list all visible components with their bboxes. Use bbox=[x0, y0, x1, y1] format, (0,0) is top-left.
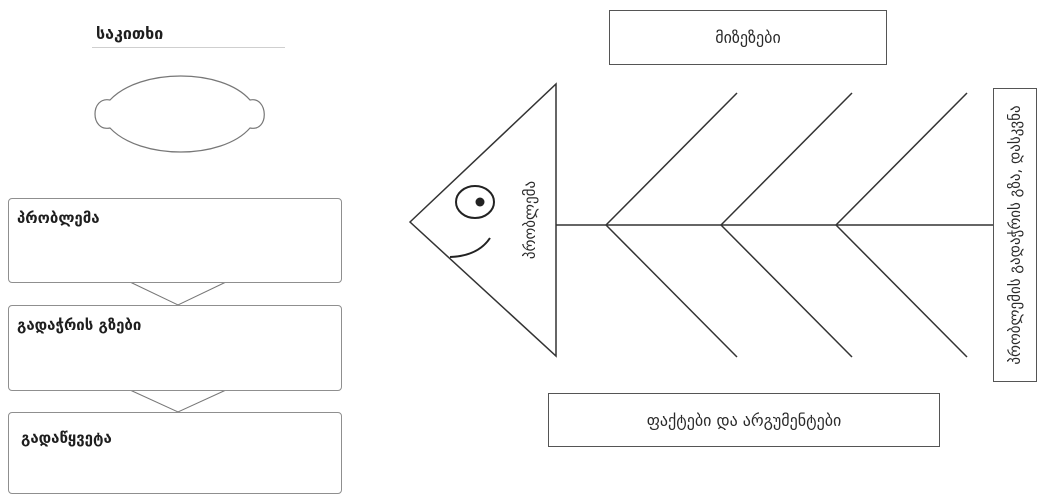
topic-label: საკითხი bbox=[96, 24, 164, 43]
fish-rib-2-top bbox=[720, 92, 853, 226]
problem-box: პრობლემა bbox=[8, 198, 342, 283]
fish-head-label: პრობლემა bbox=[521, 180, 539, 260]
topic-underline bbox=[92, 47, 285, 48]
fish-pupil bbox=[475, 197, 485, 207]
flow-arrow-1 bbox=[129, 281, 227, 306]
conclusion-box: პრობლემის გადაჭრის გზა, დასკვნა bbox=[993, 88, 1037, 382]
facts-box: ფაქტები და არგუმენტები bbox=[548, 393, 940, 447]
causes-box: მიზეზები bbox=[609, 10, 887, 65]
topic-cloud-shape bbox=[94, 75, 265, 153]
fish-rib-1-bottom bbox=[605, 224, 738, 358]
fish-rib-1-top bbox=[605, 92, 738, 226]
fish-rib-3-bottom bbox=[835, 224, 968, 358]
causes-label: მიზეზები bbox=[715, 28, 781, 47]
flow-arrow-2 bbox=[129, 389, 227, 413]
conclusion-label: პრობლემის გადაჭრის გზა, დასკვნა bbox=[1006, 105, 1024, 365]
decision-box: გადაწყვეტა bbox=[8, 412, 342, 494]
solutions-box: გადაჭრის გზები bbox=[8, 305, 342, 391]
fish-rib-3-top bbox=[835, 92, 968, 226]
fish-smile bbox=[449, 237, 491, 258]
decision-label: გადაწყვეტა bbox=[21, 429, 112, 447]
fish-rib-2-bottom bbox=[720, 224, 853, 358]
problem-label: პრობლემა bbox=[17, 209, 100, 227]
solutions-label: გადაჭრის გზები bbox=[17, 316, 142, 334]
fish-eye bbox=[455, 185, 495, 219]
fish-head-triangle bbox=[408, 82, 557, 358]
facts-label: ფაქტები და არგუმენტები bbox=[646, 410, 842, 430]
